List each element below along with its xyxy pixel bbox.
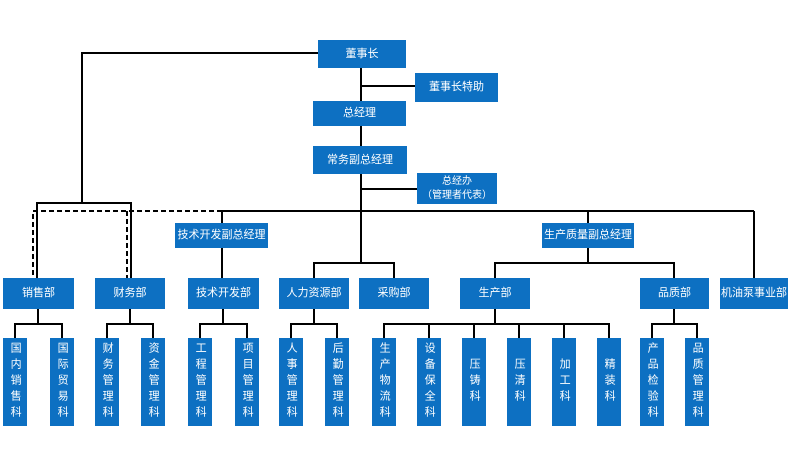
gm-office-sublabel: （管理者代表） — [422, 189, 492, 201]
node-quality-mgmt-section: 品质管理科 — [685, 338, 709, 426]
node-engineering-mgmt-section: 工程管理科 — [188, 338, 212, 426]
node-production-dept: 生产部 — [460, 278, 530, 309]
connector-dashed-reporting — [32, 210, 222, 278]
node-product-inspection-section: 产品检验科 — [640, 338, 664, 426]
node-intl-trade-section: 国际贸易科 — [50, 338, 74, 426]
node-tech-deputy-gm: 技术开发副总经理 — [175, 223, 268, 248]
node-die-casting-section: 压铸科 — [462, 338, 486, 426]
connector-chairman-left-tree — [36, 52, 318, 278]
node-oil-pump-division: 机油泵事业部 — [720, 278, 788, 309]
node-tech-dev-dept: 技术开发部 — [188, 278, 259, 309]
connector-deputy-row — [221, 210, 755, 278]
node-finance-mgmt-section: 财务管理科 — [95, 338, 119, 426]
node-quality-dept: 品质部 — [640, 278, 709, 309]
node-chairman: 董事长 — [318, 40, 406, 68]
node-sales-dept: 销售部 — [3, 278, 74, 309]
node-production-logistics-section: 生产物流科 — [372, 338, 396, 426]
node-general-manager: 总经理 — [313, 101, 406, 126]
node-project-mgmt-section: 项目管理科 — [235, 338, 259, 426]
node-domestic-sales-section: 国内销售科 — [3, 338, 27, 426]
node-funds-mgmt-section: 资金管理科 — [141, 338, 165, 426]
node-equipment-maintenance-section: 设备保全科 — [417, 338, 441, 426]
node-finance-dept: 财务部 — [95, 278, 165, 309]
node-logistics-mgmt-section: 后勤管理科 — [325, 338, 349, 426]
node-executive-deputy-gm: 常务副总经理 — [313, 146, 407, 174]
node-purchasing-dept: 采购部 — [359, 278, 429, 309]
gm-office-label: 总经办 — [442, 176, 472, 187]
node-personnel-mgmt-section: 人事管理科 — [279, 338, 303, 426]
node-hr-dept: 人力资源部 — [279, 278, 349, 309]
node-pressure-cleaning-section: 压清科 — [507, 338, 531, 426]
node-gm-office: 总经办 （管理者代表） — [417, 173, 497, 204]
connector-spine — [360, 68, 417, 263]
node-chairman-assistant: 董事长特助 — [415, 73, 498, 102]
connector-sections — [14, 309, 698, 338]
node-quality-deputy-gm: 生产质量副总经理 — [542, 223, 634, 248]
node-finishing-section: 精装科 — [597, 338, 621, 426]
node-machining-section: 加工科 — [552, 338, 576, 426]
